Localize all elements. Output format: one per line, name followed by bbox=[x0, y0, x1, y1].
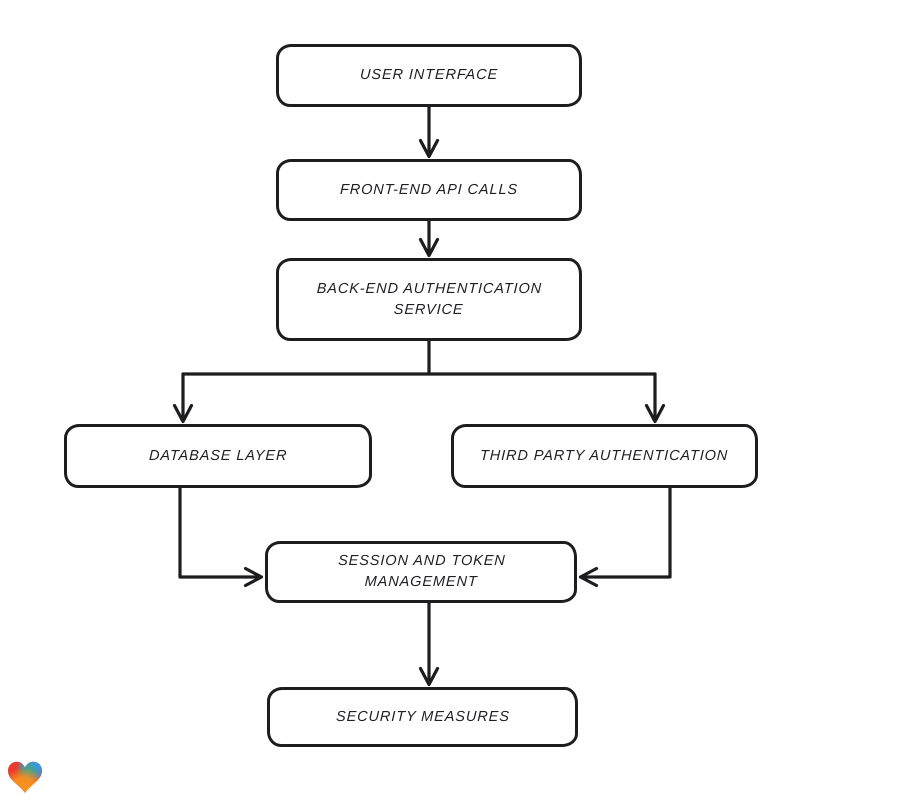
node-security-measures[interactable]: SECURITY MEASURES bbox=[267, 687, 578, 747]
edge-session-to-security bbox=[418, 601, 440, 687]
node-label-session-and-token-management: SESSION AND TOKEN MANAGEMENT bbox=[337, 553, 506, 590]
edge-ui-to-frontend bbox=[418, 105, 440, 159]
node-front-end-api-calls[interactable]: FRONT-END API CALLS bbox=[276, 159, 582, 221]
node-back-end-authentication-service[interactable]: BACK-END AUTHENTICATION SERVICE bbox=[276, 258, 582, 341]
node-label-third-party-authentication: THIRD PARTY AUTHENTICATION bbox=[480, 447, 729, 464]
heart-logo-icon bbox=[8, 761, 42, 793]
node-third-party-authentication[interactable]: THIRD PARTY AUTHENTICATION bbox=[451, 424, 758, 488]
node-label-front-end-api-calls: FRONT-END API CALLS bbox=[339, 181, 519, 198]
edge-frontend-to-backend bbox=[418, 219, 440, 258]
node-label-user-interface: USER INTERFACE bbox=[359, 67, 499, 83]
edge-thirdparty-to-session bbox=[578, 486, 672, 588]
node-user-interface[interactable]: USER INTERFACE bbox=[276, 44, 582, 107]
edge-backend-branch bbox=[172, 339, 666, 424]
node-session-and-token-management[interactable]: SESSION AND TOKEN MANAGEMENT bbox=[265, 541, 577, 603]
node-database-layer[interactable]: DATABASE LAYER bbox=[64, 424, 372, 488]
node-label-security-measures: SECURITY MEASURES bbox=[335, 708, 510, 725]
node-label-database-layer: DATABASE LAYER bbox=[148, 447, 288, 464]
edge-database-to-session bbox=[178, 486, 264, 588]
node-label-back-end-authentication-service: BACK-END AUTHENTICATION SERVICE bbox=[316, 280, 543, 318]
